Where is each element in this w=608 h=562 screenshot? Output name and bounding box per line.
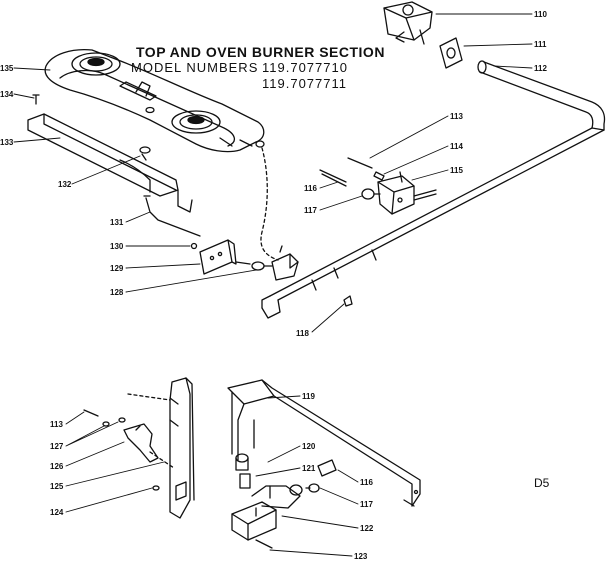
label-125: 125: [50, 482, 64, 491]
label-118: 118: [296, 329, 309, 338]
part-116-tube: [319, 169, 347, 187]
part-121-fitting: [239, 473, 251, 489]
part-116-lower: [317, 459, 337, 477]
model-number-1: 119.7077710: [262, 60, 348, 75]
label-126: 126: [50, 462, 64, 471]
part-117-lower: [305, 483, 320, 493]
dashed-connector-burner: [260, 147, 279, 261]
part-132-spring: [139, 146, 151, 161]
label-130: 130: [110, 242, 124, 251]
model-numbers-label: MODEL NUMBERS: [131, 60, 259, 75]
label-123: 123: [354, 552, 368, 561]
label-124: 124: [50, 508, 64, 517]
label-110: 110: [534, 10, 547, 19]
label-113-lower: 113: [50, 420, 63, 429]
label-128: 128: [110, 288, 124, 297]
part-130-screw: [190, 242, 198, 250]
part-119-rail: [227, 379, 421, 507]
part-113-lower-rod: [83, 409, 99, 417]
label-113-top: 113: [450, 112, 463, 121]
part-labels: 135 134 133 132 131 130 129 128 118 117 …: [0, 10, 547, 561]
part-113-rod: [347, 157, 373, 169]
label-117-top: 117: [304, 206, 317, 215]
leader-lines: [13, 13, 533, 557]
part-123-tube: [255, 539, 273, 549]
label-111: 111: [534, 40, 547, 49]
part-131-rod: [143, 195, 201, 237]
model-number-2: 119.7077711: [262, 76, 347, 91]
page-code: D5: [534, 476, 550, 490]
part-110-valve: [383, 1, 433, 45]
diagram-title: TOP AND OVEN BURNER SECTION: [136, 44, 385, 60]
label-112: 112: [534, 64, 547, 73]
label-129: 129: [110, 264, 124, 273]
part-124-screw: [152, 485, 160, 491]
part-112-manifold: [261, 60, 606, 319]
part-128-valve: [251, 245, 299, 281]
part-125-panel: [169, 377, 195, 519]
part-127-screws: [102, 417, 126, 427]
part-111-gasket: [439, 37, 463, 69]
label-117-lower: 117: [360, 500, 373, 509]
label-121: 121: [302, 464, 316, 473]
part-126-bracket: [123, 423, 159, 463]
part-118-screw: [343, 295, 353, 307]
label-127: 127: [50, 442, 64, 451]
part-114-pin: [373, 171, 385, 181]
label-122: 122: [360, 524, 374, 533]
label-115: 115: [450, 166, 463, 175]
label-114: 114: [450, 142, 463, 151]
label-133: 133: [0, 138, 14, 147]
oven-valve-group: [319, 157, 437, 215]
part-115-valve-body: [377, 175, 415, 215]
part-120-fitting: [235, 419, 255, 471]
label-116-lower: 116: [360, 478, 373, 487]
label-120: 120: [302, 442, 316, 451]
part-117-fitting: [361, 188, 375, 200]
label-116-top: 116: [304, 184, 317, 193]
part-133-bracket: [27, 113, 193, 213]
part-134-screw: [32, 94, 40, 105]
label-134: 134: [0, 90, 14, 99]
label-131: 131: [110, 218, 124, 227]
part-129-bracket: [199, 239, 251, 275]
label-135: 135: [0, 64, 14, 73]
part-122-valve: [231, 484, 303, 541]
label-132: 132: [58, 180, 72, 189]
top-burner-assembly: [44, 48, 265, 153]
label-119: 119: [302, 392, 315, 401]
